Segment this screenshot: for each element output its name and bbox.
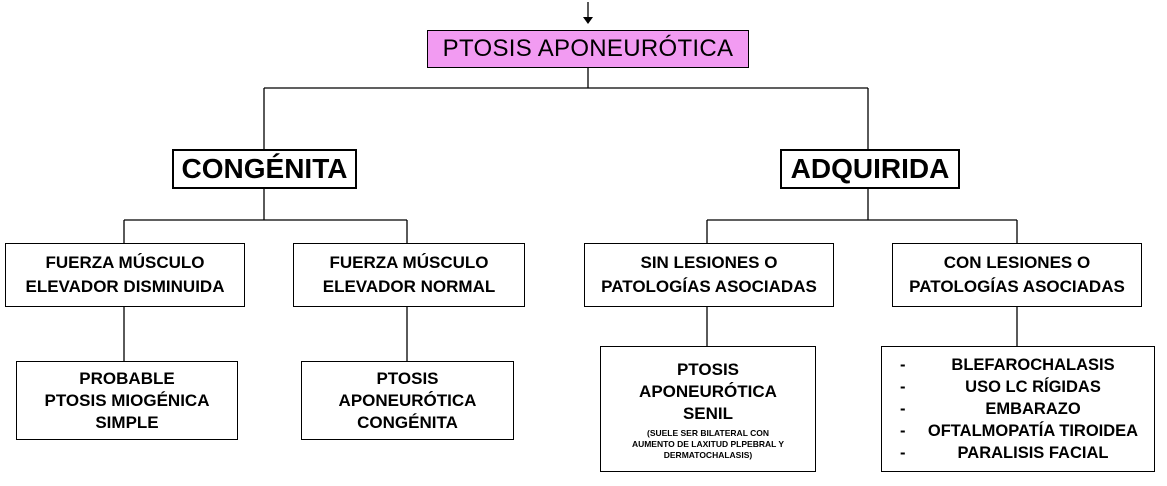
- note-line: (SUELE SER BILATERAL CON: [646, 428, 769, 438]
- node-label-line: CON LESIONES O: [943, 253, 1091, 272]
- sin-lesiones-node: SIN LESIONES O PATOLOGÍAS ASOCIADAS: [584, 243, 834, 307]
- adquirida-node: ADQUIRIDA: [780, 149, 960, 189]
- node-label-line: PROBABLE: [79, 368, 175, 388]
- note-line: AUMENTO DE LAXITUD PLPEBRAL Y: [631, 439, 785, 449]
- list-item-label: PARALISIS FACIAL: [957, 444, 1109, 462]
- note-line: DERMATOCHALASIS): [663, 450, 753, 460]
- list-item: -BLEFAROCHALASIS: [900, 354, 1142, 376]
- node-label-line: PTOSIS MIOGÉNICA: [44, 390, 210, 410]
- node-label-line: CONGÉNITA: [357, 412, 458, 432]
- fuerza-disminuida-node: FUERZA MÚSCULO ELEVADOR DISMINUIDA: [5, 243, 245, 307]
- node-label-line: FUERZA MÚSCULO: [329, 253, 489, 272]
- adquirida-label: ADQUIRIDA: [790, 153, 950, 184]
- congenita-label: CONGÉNITA: [181, 153, 348, 184]
- con-lesiones-node: CON LESIONES O PATOLOGÍAS ASOCIADAS: [892, 243, 1142, 307]
- node-label-line: SENIL: [682, 404, 734, 423]
- root-node: PTOSIS APONEURÓTICA: [427, 30, 749, 68]
- node-label-line: ELEVADOR NORMAL: [322, 277, 496, 296]
- node-label-line: SIN LESIONES O: [640, 253, 778, 272]
- node-label-line: APONEURÓTICA: [338, 390, 477, 410]
- ptosis-miogenica-node: PROBABLE PTOSIS MIOGÉNICA SIMPLE: [16, 361, 238, 440]
- list-item: -USO LC RÍGIDAS: [900, 376, 1142, 398]
- node-label-line: SIMPLE: [95, 412, 159, 432]
- node-label-line: PTOSIS: [676, 360, 740, 379]
- node-label-line: PATOLOGÍAS ASOCIADAS: [601, 277, 817, 296]
- ptosis-congenita-node: PTOSIS APONEURÓTICA CONGÉNITA: [301, 361, 514, 440]
- associated-conditions-list: -BLEFAROCHALASIS -USO LC RÍGIDAS -EMBARA…: [881, 346, 1155, 472]
- node-label-line: ELEVADOR DISMINUIDA: [25, 277, 225, 296]
- list-item-label: BLEFAROCHALASIS: [951, 356, 1115, 374]
- ptosis-senil-note: (SUELE SER BILATERAL CON AUMENTO DE LAXI…: [632, 428, 784, 461]
- node-label-line: PATOLOGÍAS ASOCIADAS: [909, 277, 1125, 296]
- node-label-line: PTOSIS: [376, 368, 439, 388]
- list-item-label: EMBARAZO: [985, 400, 1081, 418]
- arrowhead-icon: [583, 17, 593, 24]
- ptosis-senil-title: PTOSIS APONEURÓTICA SENIL: [639, 359, 777, 425]
- node-label-line: FUERZA MÚSCULO: [45, 253, 205, 272]
- list-item: -OFTALMOPATÍA TIROIDEA: [900, 420, 1142, 442]
- ptosis-senil-node: PTOSIS APONEURÓTICA SENIL (SUELE SER BIL…: [600, 346, 816, 472]
- fuerza-normal-node: FUERZA MÚSCULO ELEVADOR NORMAL: [293, 243, 525, 307]
- list-item: -EMBARAZO: [900, 398, 1142, 420]
- list-item-label: USO LC RÍGIDAS: [965, 378, 1101, 396]
- list-item-label: OFTALMOPATÍA TIROIDEA: [927, 422, 1139, 440]
- root-label: PTOSIS APONEURÓTICA: [442, 35, 734, 62]
- node-label-line: APONEURÓTICA: [639, 382, 777, 401]
- congenita-node: CONGÉNITA: [172, 149, 357, 189]
- list-item: -PARALISIS FACIAL: [900, 442, 1142, 464]
